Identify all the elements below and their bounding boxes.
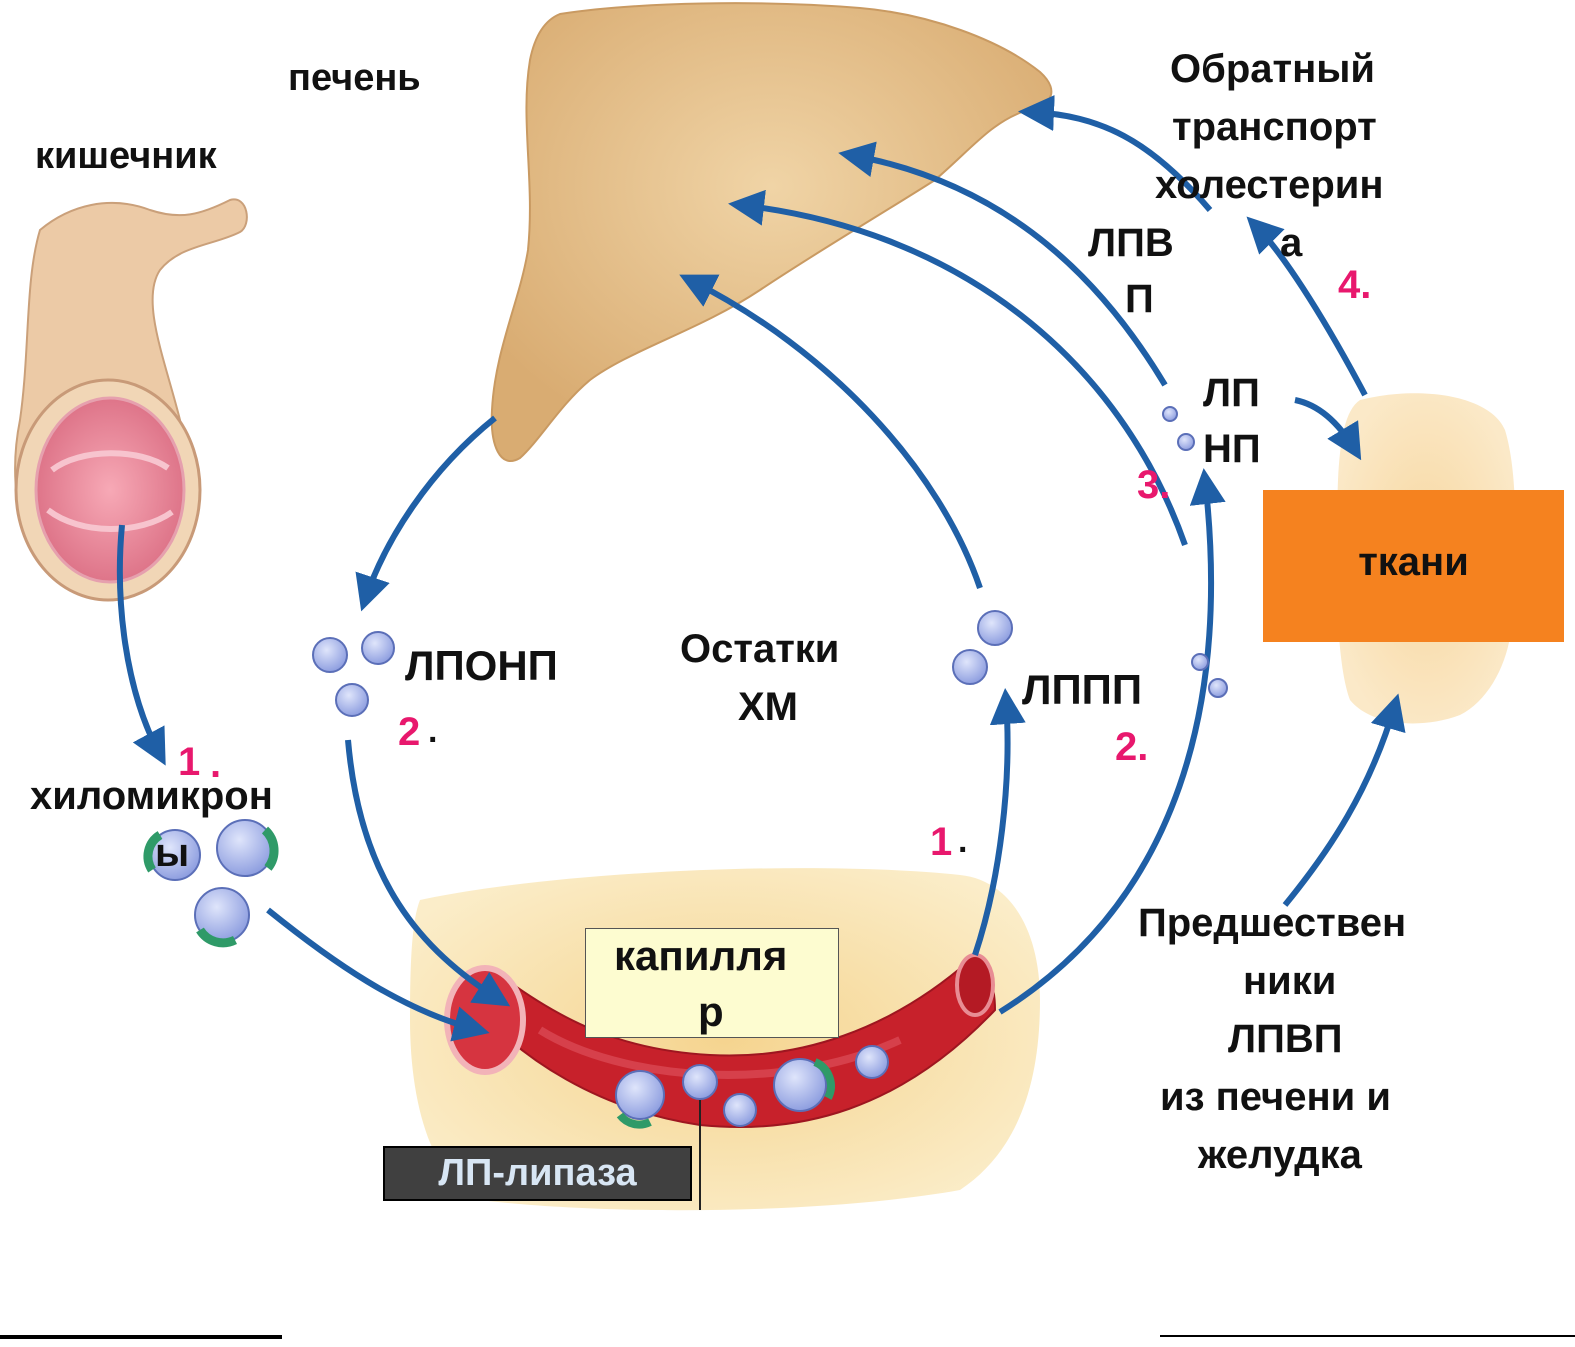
step-1-left-dot: . — [210, 742, 221, 787]
hdl-precursors-line-4: из печени и — [1160, 1076, 1391, 1119]
step-2-left: 2 — [398, 710, 420, 755]
step-3: 3. — [1137, 463, 1170, 508]
chylomicrons-label-line-2: ы — [155, 832, 189, 875]
liver-shape — [492, 3, 1052, 461]
hdl-precursors-line-3: ЛПВП — [1228, 1018, 1342, 1061]
remnants-label-line-2: ХМ — [738, 686, 798, 729]
vldl-label: ЛПОНП — [405, 643, 558, 688]
capillary-label-line-1: капилля — [614, 933, 787, 978]
intestine-label: кишечник — [35, 136, 217, 177]
chylomicrons-label-line-1: хиломикрон — [30, 775, 273, 818]
step-1-middle-dot: . — [958, 822, 967, 861]
arrow-liver-to-vldl — [365, 418, 495, 600]
reverse-transport-line-2: транспорт — [1172, 106, 1377, 149]
step-1-middle: 1 — [930, 820, 952, 865]
hdl-precursors-line-2: ники — [1243, 960, 1336, 1003]
lp-lipase-box: ЛП-липаза — [383, 1146, 692, 1201]
reverse-transport-line-3: холестерин — [1155, 164, 1384, 207]
hdl-precursors-line-1: Предшествен — [1138, 902, 1406, 945]
liver-label: печень — [288, 58, 421, 99]
capillary-label-line-2: р — [698, 989, 724, 1034]
tissues-label: ткани — [1263, 540, 1564, 585]
idl-label: ЛППП — [1022, 667, 1142, 712]
step-4: 4. — [1338, 263, 1371, 308]
tissues-box: ткани — [1263, 490, 1564, 642]
intestine — [15, 199, 247, 600]
arrow-remnants-to-liver — [690, 280, 980, 588]
capillary-box: капилля р — [585, 928, 839, 1038]
hdl-label-line-1: ЛПВ — [1088, 222, 1174, 265]
arrow-precursor-to-tissue — [1285, 705, 1395, 905]
ldl-label-line-2: НП — [1203, 428, 1261, 471]
reverse-transport-line-4: а — [1280, 222, 1302, 265]
hdl-label-line-2: П — [1125, 278, 1154, 321]
bottom-rule-left — [0, 1335, 282, 1339]
step-2-left-dot: . — [428, 712, 437, 751]
ldl-label-line-1: ЛП — [1203, 372, 1260, 415]
bottom-rule-right — [1160, 1335, 1575, 1337]
remnants-label-line-1: Остатки — [680, 628, 839, 671]
reverse-transport-line-1: Обратный — [1170, 48, 1375, 91]
lp-lipase-label: ЛП-липаза — [385, 1152, 690, 1195]
arrow-tissue-to-liver — [1255, 225, 1365, 395]
step-1-left: 1 — [178, 740, 200, 785]
step-2-right: 2. — [1115, 725, 1148, 770]
hdl-precursors-line-5: желудка — [1198, 1134, 1362, 1177]
